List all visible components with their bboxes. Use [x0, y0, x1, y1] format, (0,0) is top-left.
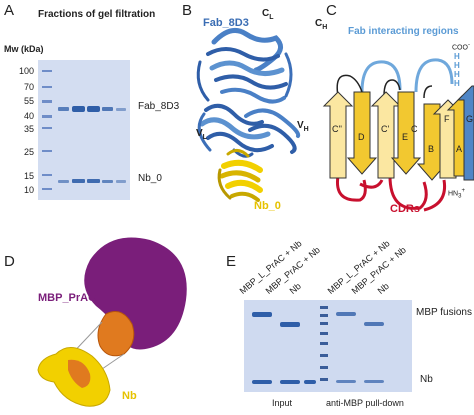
his-tag-residue: H: [454, 61, 460, 70]
fab-ribbon: [196, 27, 301, 158]
c-terminus-charge: -: [467, 42, 470, 48]
lane-labels: MBP_L_PrAC + Nb MBP_PrAC + Nb Nb MBP_L_P…: [238, 236, 410, 296]
fab-band-label: Fab_8D3: [138, 101, 180, 112]
mbp-shape: [84, 237, 187, 350]
strand-label-c: C: [411, 124, 418, 134]
nb-topology-diagram: C'' C' C B F A G D E: [322, 58, 474, 212]
fab-bands: [58, 106, 126, 112]
nb-patch: [68, 359, 91, 388]
cdr-loops: [335, 175, 447, 212]
panel-d-letter: D: [4, 253, 15, 270]
n-terminus-text: HN: [448, 190, 459, 198]
pull-down-label: anti-MBP pull-down: [326, 398, 404, 408]
fab-nb-structure: [196, 27, 301, 202]
nb-bands: [58, 179, 126, 183]
beta-strands: [322, 85, 474, 181]
nb-cartoon-label: Nb: [122, 390, 137, 402]
lane-label: Nb: [287, 280, 303, 296]
strand-label-c1: C': [381, 124, 389, 134]
gel-e: [244, 300, 412, 392]
vh-letter: V: [297, 120, 304, 131]
cl-letter: C: [262, 8, 270, 19]
mbp-fusions-label: MBP fusions: [416, 307, 472, 318]
mbp-prac-label: MBP_PrAC: [38, 292, 97, 304]
panel-b-letter: B: [182, 2, 193, 19]
marker-label: 15: [23, 171, 34, 181]
strand-label-g: G: [466, 114, 473, 124]
mbp-prac-nb-cartoon: [37, 237, 187, 407]
vl-letter: V: [196, 128, 203, 139]
panel-a-letter: A: [4, 2, 15, 19]
input-label: Input: [272, 398, 293, 408]
marker-label: 70: [23, 82, 34, 92]
nb-structure-label: Nb_0: [254, 200, 281, 212]
c-terminus-label: COO-: [452, 42, 470, 51]
strand-label-f: F: [444, 114, 450, 124]
ladder-e: [320, 306, 328, 381]
nb-ribbon: [217, 149, 263, 202]
vl-label: VL: [196, 128, 207, 141]
mbp-fusion-bands: [252, 312, 384, 327]
nb-band-label: Nb_0: [138, 173, 162, 184]
strand-label-d: D: [358, 132, 365, 142]
ch-label: CH: [315, 18, 327, 31]
strand-labels: C'' C' C B F A G D E: [332, 114, 473, 154]
strand-label-a: A: [456, 144, 462, 154]
cl-subscript: L: [269, 14, 274, 21]
fab-structure-label: Fab_8D3: [203, 17, 249, 29]
strand-label-b: B: [428, 144, 434, 154]
his-tag: H H H H: [454, 52, 460, 88]
fab-interacting-regions-title: Fab interacting regions: [348, 26, 459, 37]
marker-label: 40: [23, 111, 34, 121]
his-tag-residue: H: [454, 79, 460, 88]
strand-label-e: E: [402, 132, 408, 142]
marker-label: 35: [23, 124, 34, 134]
fab-loops: [360, 58, 454, 93]
black-loops: [336, 74, 433, 99]
strand-label-c2: C'': [332, 124, 342, 134]
cl-label: CL: [262, 8, 274, 21]
n-terminus-label: HN3+: [448, 188, 465, 200]
marker-label: 55: [23, 96, 34, 106]
marker-label: 100: [18, 66, 34, 76]
panel-e-letter: E: [226, 253, 237, 270]
vh-label: VH: [297, 120, 309, 133]
n-terminus-subscript: 3: [458, 193, 462, 200]
cdrs-label: CDRs: [390, 203, 420, 215]
vl-subscript: L: [202, 134, 207, 141]
nb-label-e: Nb: [420, 374, 433, 385]
ch-letter: C: [315, 18, 323, 29]
marker-label: 10: [23, 185, 34, 195]
c-terminus-text: COO: [452, 44, 468, 52]
panel-a-title: Fractions of gel filtration: [38, 9, 156, 20]
prac-shape: [97, 311, 135, 357]
nb-bands-e: [252, 380, 384, 384]
his-tag-residue: H: [454, 70, 460, 79]
n-terminus-charge: +: [461, 188, 465, 194]
ch-subscript: H: [322, 24, 328, 31]
his-tag-residue: H: [454, 52, 460, 61]
panel-a-axis-label: Mw (kDa): [4, 44, 44, 54]
marker-label: 25: [23, 147, 34, 157]
lane-label: Nb: [375, 280, 391, 296]
panel-c-letter: C: [326, 2, 337, 19]
gel-a: [38, 60, 130, 200]
ladder-bands: [42, 70, 52, 190]
vh-subscript: H: [303, 126, 309, 133]
